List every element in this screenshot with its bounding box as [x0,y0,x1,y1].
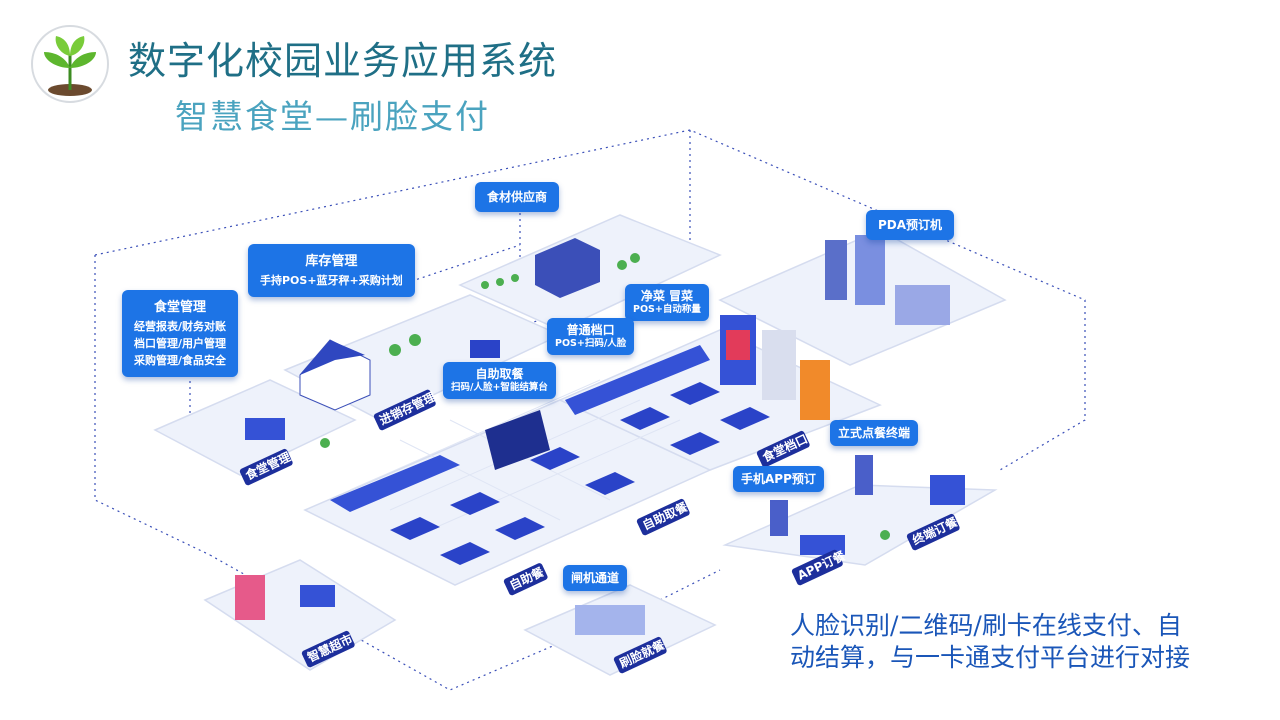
isometric-platforms [153,214,1007,676]
callout-clean-veg: 净菜 冒菜 POS+自动称量 [625,284,709,321]
callout-inventory-mgmt: 库存管理 手持POS+蓝牙秤+采购计划 [248,244,415,298]
sprout-icon [31,25,109,103]
dining-tables [390,382,770,565]
callout-gate: 闸机通道 [563,565,628,592]
callout-mobile-app: 手机APP预订 [733,466,824,493]
page-title: 数字化校园业务应用系统 [128,39,558,83]
callout-supplier: 食材供应商 [475,182,560,213]
callout-pda: PDA预订机 [866,210,955,241]
counters-and-buildings [235,235,965,635]
feature-caption: 人脸识别/二维码/刷卡在线支付、自 动结算，与一卡通支付平台进行对接 [790,610,1230,674]
callout-self-pickup: 自助取餐 扫码/人脸+智能结算台 [443,362,556,399]
caption-line-2: 动结算，与一卡通支付平台进行对接 [790,643,1191,672]
callout-regular-stall: 普通档口 POS+扫码/人脸 [547,318,635,355]
page-subtitle: 智慧食堂—刷脸支付 [175,97,490,136]
callout-canteen-mgmt: 食堂管理 经营报表/财务对账 档口管理/用户管理 采购管理/食品安全 [122,290,239,378]
caption-line-1: 人脸识别/二维码/刷卡在线支付、自 [790,611,1182,640]
callout-standing-terminal: 立式点餐终端 [830,420,919,447]
